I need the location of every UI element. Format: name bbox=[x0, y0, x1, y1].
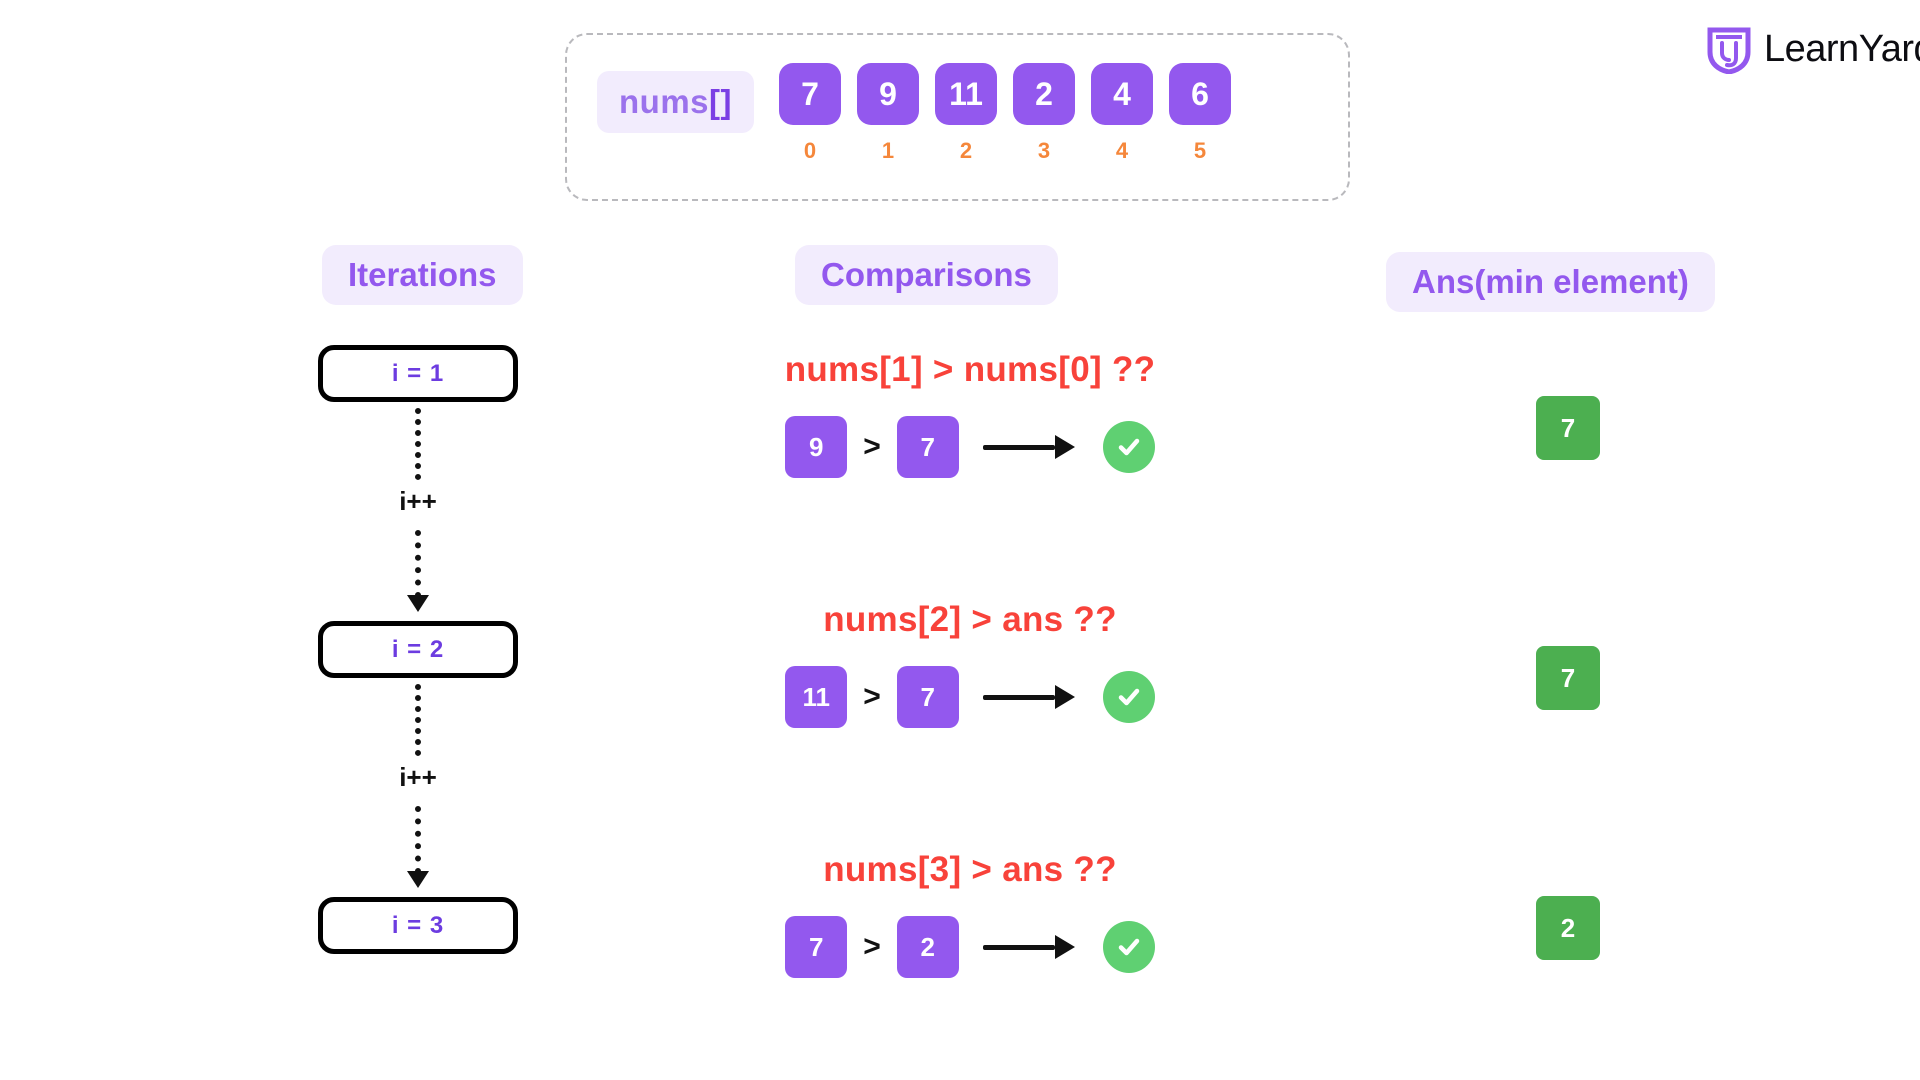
learnyard-shield-logo-icon bbox=[1706, 24, 1752, 75]
comparison-left-value: 7 bbox=[785, 916, 848, 978]
iteration-box-2[interactable]: i = 2 bbox=[318, 621, 518, 678]
comparison-right-value: 7 bbox=[896, 416, 959, 478]
down-arrow-icon bbox=[407, 595, 429, 612]
column-header-comparisons: Comparisons bbox=[795, 245, 1058, 305]
array-cell-index: 5 bbox=[1193, 138, 1207, 163]
comparisons-column: nums[1] > nums[0] ?? 9 > 7 nums[2] > ans… bbox=[700, 350, 1240, 1080]
array-cell-value: 11 bbox=[935, 63, 997, 125]
increment-label: i++ bbox=[399, 486, 437, 516]
right-arrow-icon bbox=[982, 685, 1079, 709]
comparison-row-1: nums[1] > nums[0] ?? 9 > 7 bbox=[700, 350, 1240, 600]
ans-column: 7 7 2 bbox=[1536, 396, 1602, 1080]
ans-value-box: 2 bbox=[1536, 896, 1600, 960]
iteration-connector-2: i++ bbox=[318, 678, 518, 897]
check-circle-icon bbox=[1102, 671, 1155, 723]
array-cell-index: 1 bbox=[881, 138, 895, 163]
dotted-line-segment bbox=[415, 408, 421, 480]
array-cell-0[interactable]: 7 0 bbox=[779, 63, 841, 164]
brand-name: LearnYard bbox=[1764, 27, 1920, 70]
array-brackets-text: [] bbox=[709, 83, 732, 120]
comparison-question: nums[2] > ans ?? bbox=[823, 600, 1117, 639]
array-cell-5[interactable]: 6 5 bbox=[1169, 63, 1231, 164]
array-panel: nums[] 7 0 9 1 11 2 2 3 bbox=[565, 33, 1350, 201]
check-circle-icon bbox=[1102, 421, 1155, 473]
greater-than-icon: > bbox=[863, 930, 881, 963]
right-arrow-icon bbox=[982, 435, 1079, 459]
dotted-line-segment bbox=[415, 806, 421, 874]
array-cell-value: 2 bbox=[1013, 63, 1075, 125]
column-header-iterations: Iterations bbox=[322, 245, 523, 305]
ans-value-box: 7 bbox=[1536, 396, 1600, 460]
increment-label: i++ bbox=[399, 762, 437, 792]
array-cell-value: 4 bbox=[1091, 63, 1153, 125]
ans-slot-3: 2 bbox=[1536, 896, 1602, 1080]
comparison-right-value: 2 bbox=[896, 916, 959, 978]
dotted-line-segment bbox=[415, 684, 421, 756]
brand-logo: LearnYard bbox=[1706, 24, 1920, 75]
array-cell-value: 7 bbox=[779, 63, 841, 125]
ans-slot-2: 7 bbox=[1536, 646, 1602, 896]
comparison-left-value: 9 bbox=[785, 416, 848, 478]
right-arrow-icon bbox=[982, 935, 1079, 959]
comparison-question: nums[3] > ans ?? bbox=[823, 850, 1117, 889]
comparison-row-3: nums[3] > ans ?? 7 > 2 bbox=[700, 850, 1240, 1080]
array-cell-3[interactable]: 2 3 bbox=[1013, 63, 1075, 164]
array-cell-value: 6 bbox=[1169, 63, 1231, 125]
comparison-question: nums[1] > nums[0] ?? bbox=[784, 350, 1156, 389]
array-name-label: nums[] bbox=[597, 71, 754, 133]
array-cell-1[interactable]: 9 1 bbox=[857, 63, 919, 164]
check-circle-icon bbox=[1102, 921, 1155, 973]
greater-than-icon: > bbox=[863, 680, 881, 713]
iterations-column: i = 1 i++ i = 2 i++ i = 3 bbox=[318, 345, 518, 954]
ans-value-box: 7 bbox=[1536, 646, 1600, 710]
array-cell-4[interactable]: 4 4 bbox=[1091, 63, 1153, 164]
array-cell-index: 2 bbox=[959, 138, 973, 163]
iteration-connector-1: i++ bbox=[318, 402, 518, 621]
array-cells: 7 0 9 1 11 2 2 3 4 4 bbox=[779, 63, 1231, 164]
array-cell-2[interactable]: 11 2 bbox=[935, 63, 997, 164]
iteration-box-1[interactable]: i = 1 bbox=[318, 345, 518, 402]
array-cell-value: 9 bbox=[857, 63, 919, 125]
down-arrow-icon bbox=[407, 871, 429, 888]
greater-than-icon: > bbox=[863, 430, 881, 463]
array-cell-index: 0 bbox=[803, 138, 817, 163]
comparison-right-value: 7 bbox=[896, 666, 959, 728]
ans-slot-1: 7 bbox=[1536, 396, 1602, 646]
column-header-ans: Ans(min element) bbox=[1386, 252, 1715, 312]
iteration-box-3[interactable]: i = 3 bbox=[318, 897, 518, 954]
array-name-text: nums bbox=[619, 83, 710, 120]
comparison-left-value: 11 bbox=[785, 666, 848, 728]
array-cell-index: 4 bbox=[1115, 138, 1129, 163]
comparison-row-2: nums[2] > ans ?? 11 > 7 bbox=[700, 600, 1240, 850]
array-cell-index: 3 bbox=[1037, 138, 1051, 163]
dotted-line-segment bbox=[415, 530, 421, 598]
